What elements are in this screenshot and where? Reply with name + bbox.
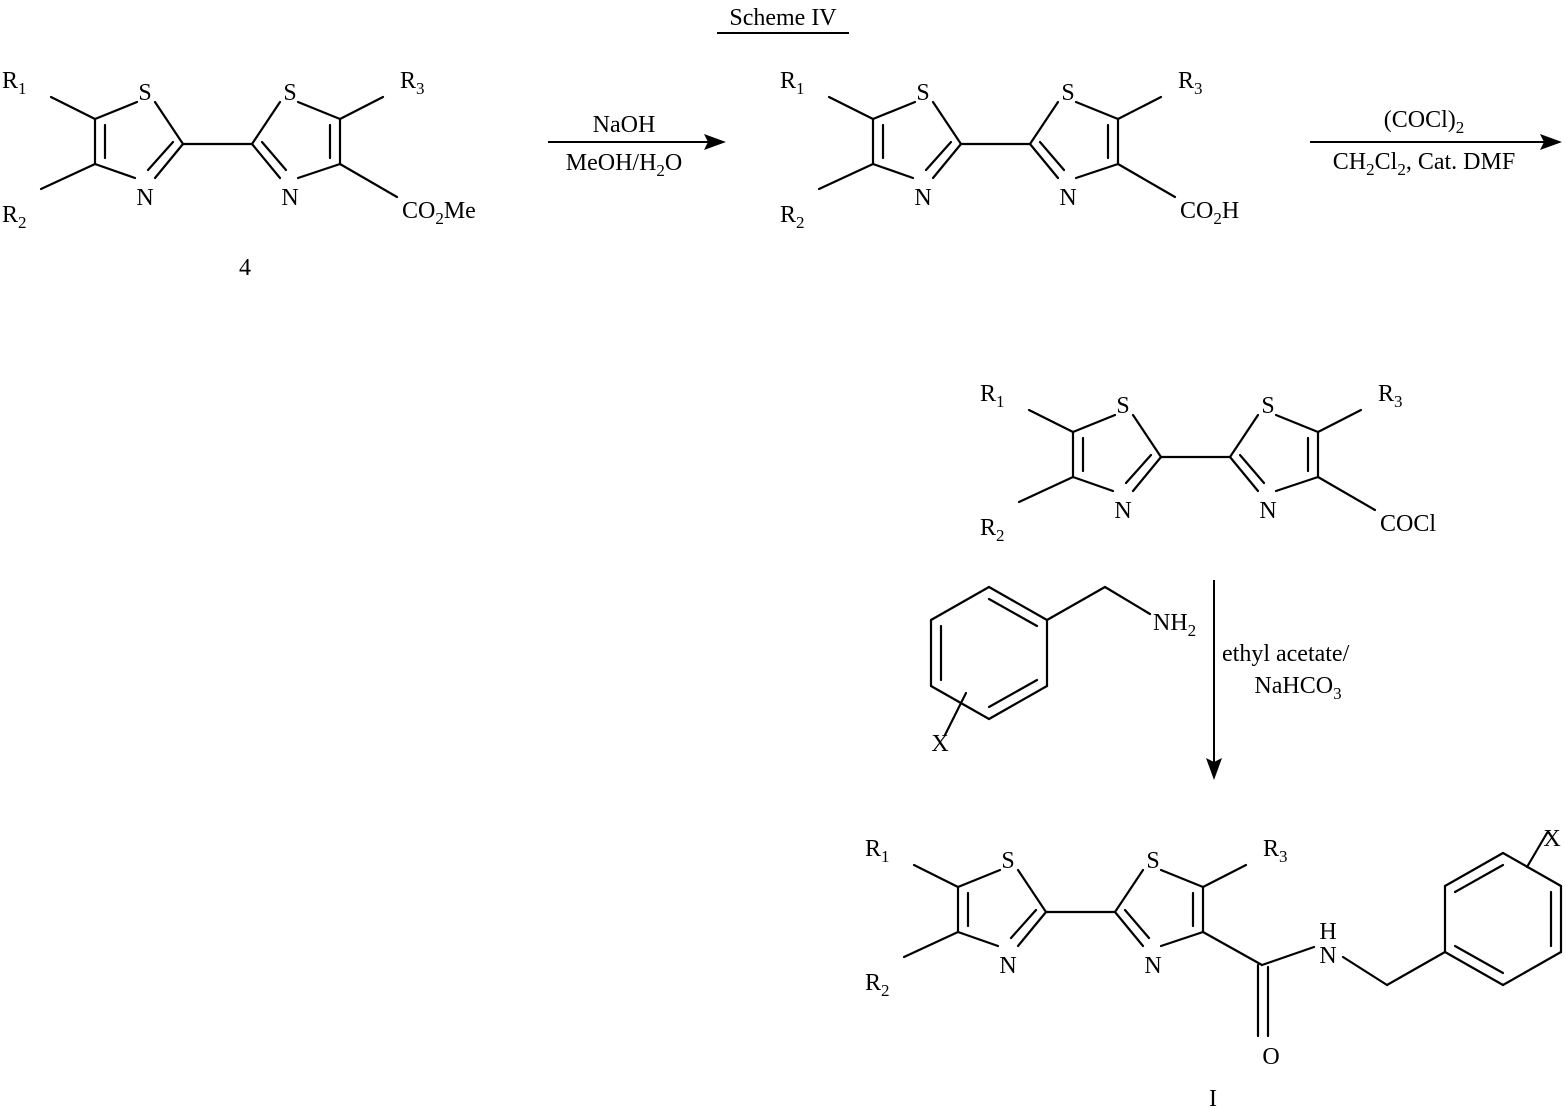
atom-s-right: S: [1061, 80, 1074, 106]
substituent-r2: R2: [2, 202, 27, 232]
solvent-ethyl-acetate: ethyl acetate/: [1222, 641, 1350, 667]
atom-s-left: S: [1116, 393, 1129, 419]
reaction-arrow-step3: ethyl acetate/ NaHCO3: [1206, 580, 1350, 780]
compound-product: S S N N R1 R2 R3: [865, 836, 1288, 1000]
acid-group: CO2H: [1180, 198, 1239, 228]
reagent-naoh: NaOH: [593, 112, 656, 138]
substituent-r3: R3: [1378, 381, 1403, 411]
amide-nitrogen: N: [1319, 943, 1336, 969]
substituent-r3: R3: [1178, 68, 1203, 98]
amide-hydrogen: H: [1319, 919, 1336, 945]
compound-number-4: 4: [239, 255, 251, 281]
atom-n-right: N: [281, 185, 298, 211]
reaction-arrow-step1: NaOH MeOH/H2O: [548, 112, 726, 180]
compound-number-i: I: [1209, 1086, 1217, 1109]
substituent-r3: R3: [400, 68, 425, 98]
reaction-arrow-step2: (COCl)2 CH2Cl2, Cat. DMF: [1310, 107, 1562, 179]
reagent-benzylamine: NH2 X: [929, 585, 1196, 757]
substituent-r3: R3: [1263, 836, 1288, 866]
atom-s-left: S: [138, 80, 151, 106]
acyl-chloride-group: COCl: [1380, 511, 1436, 537]
atom-n-right: N: [1259, 498, 1276, 524]
atom-s-right: S: [1261, 393, 1274, 419]
compound-acid: S S N N R1 R2 R3 CO2H: [780, 68, 1239, 232]
atom-s-left: S: [1001, 848, 1014, 874]
carbonyl-oxygen: O: [1262, 1044, 1279, 1070]
substituent-r2: R2: [780, 202, 805, 232]
atom-n-left: N: [136, 185, 153, 211]
atom-n-right: N: [1144, 953, 1161, 979]
scheme-title: Scheme IV: [729, 5, 837, 31]
atom-n-left: N: [1114, 498, 1131, 524]
product-amide-benzyl: N H O X I: [1201, 826, 1563, 1109]
substituent-r1: R1: [865, 836, 890, 866]
atom-s-left: S: [916, 80, 929, 106]
substituent-x: X: [931, 731, 948, 757]
atom-s-right: S: [283, 80, 296, 106]
substituent-r1: R1: [780, 68, 805, 98]
solvent-dcm-dmf: CH2Cl2, Cat. DMF: [1333, 149, 1515, 179]
amine-group: NH2: [1153, 610, 1196, 640]
substituent-r1: R1: [980, 381, 1005, 411]
atom-n-left: N: [999, 953, 1016, 979]
reagent-oxalyl-chloride: (COCl)2: [1384, 107, 1465, 137]
solvent-meoh-water: MeOH/H2O: [566, 150, 683, 180]
substituent-r2: R2: [865, 970, 890, 1000]
atom-n-right: N: [1059, 185, 1076, 211]
compound-ester: S S N N R1 R2 R3 CO2Me 4: [2, 68, 476, 281]
base-sodium-bicarbonate: NaHCO3: [1254, 673, 1341, 703]
substituent-x: X: [1543, 826, 1560, 852]
substituent-r1: R1: [2, 68, 27, 98]
atom-n-left: N: [914, 185, 931, 211]
compound-acid-chloride: S S N N R1 R2 R3 COCl: [980, 381, 1436, 545]
ester-group: CO2Me: [402, 198, 476, 228]
atom-s-right: S: [1146, 848, 1159, 874]
substituent-r2: R2: [980, 515, 1005, 545]
